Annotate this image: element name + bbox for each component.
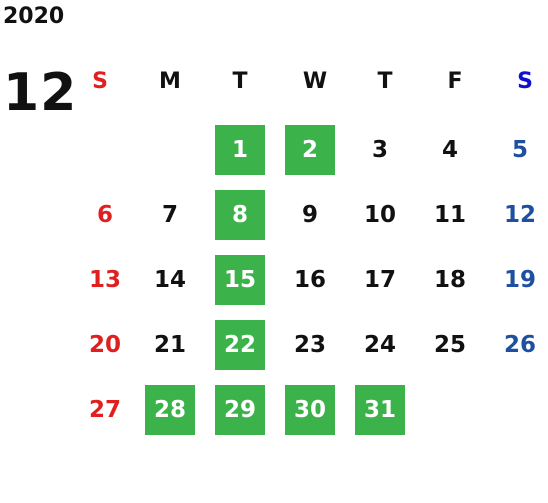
day-cell-3[interactable]: 3 [371,137,388,163]
weekday-friday: F [447,69,463,94]
year-label: 2020 [3,4,65,29]
day-cell-6[interactable]: 6 [96,202,113,228]
day-cell-22[interactable]: 22 [215,320,265,370]
day-cell-30[interactable]: 30 [285,385,335,435]
day-cell-29[interactable]: 29 [215,385,265,435]
day-cell-20[interactable]: 20 [88,332,121,358]
day-cell-12[interactable]: 12 [503,202,536,228]
day-cell-25[interactable]: 25 [433,332,466,358]
weekday-saturday: S [517,69,533,94]
day-cell-2[interactable]: 2 [285,125,335,175]
day-cell-11[interactable]: 11 [433,202,466,228]
day-cell-15[interactable]: 15 [215,255,265,305]
weekday-monday: M [159,69,181,94]
day-cell-28[interactable]: 28 [145,385,195,435]
day-cell-17[interactable]: 17 [363,267,396,293]
day-cell-26[interactable]: 26 [503,332,536,358]
day-cell-empty [495,385,545,435]
day-cell-27[interactable]: 27 [88,397,121,423]
day-cell-24[interactable]: 24 [363,332,396,358]
day-cell-18[interactable]: 18 [433,267,466,293]
day-cell-16[interactable]: 16 [293,267,326,293]
day-cell-19[interactable]: 19 [503,267,536,293]
day-cell-21[interactable]: 21 [153,332,186,358]
weekday-thursday: T [377,69,393,94]
day-cell-8[interactable]: 8 [215,190,265,240]
day-cell-empty [80,125,130,175]
day-cell-31[interactable]: 31 [355,385,405,435]
weekday-sunday: S [92,69,108,94]
day-cell-9[interactable]: 9 [301,202,318,228]
day-cell-14[interactable]: 14 [153,267,186,293]
day-cell-empty [425,385,475,435]
day-cell-5[interactable]: 5 [511,137,528,163]
day-cell-10[interactable]: 10 [363,202,396,228]
weekday-tuesday: T [232,69,248,94]
day-cell-23[interactable]: 23 [293,332,326,358]
weekday-wednesday: W [302,69,328,94]
day-cell-13[interactable]: 13 [88,267,121,293]
day-cell-1[interactable]: 1 [215,125,265,175]
month-label: 12 [3,63,78,123]
weekday-header-row: S M T W T F S [70,62,548,102]
day-cell-4[interactable]: 4 [441,137,458,163]
day-cell-empty [145,125,195,175]
day-cell-7[interactable]: 7 [161,202,178,228]
